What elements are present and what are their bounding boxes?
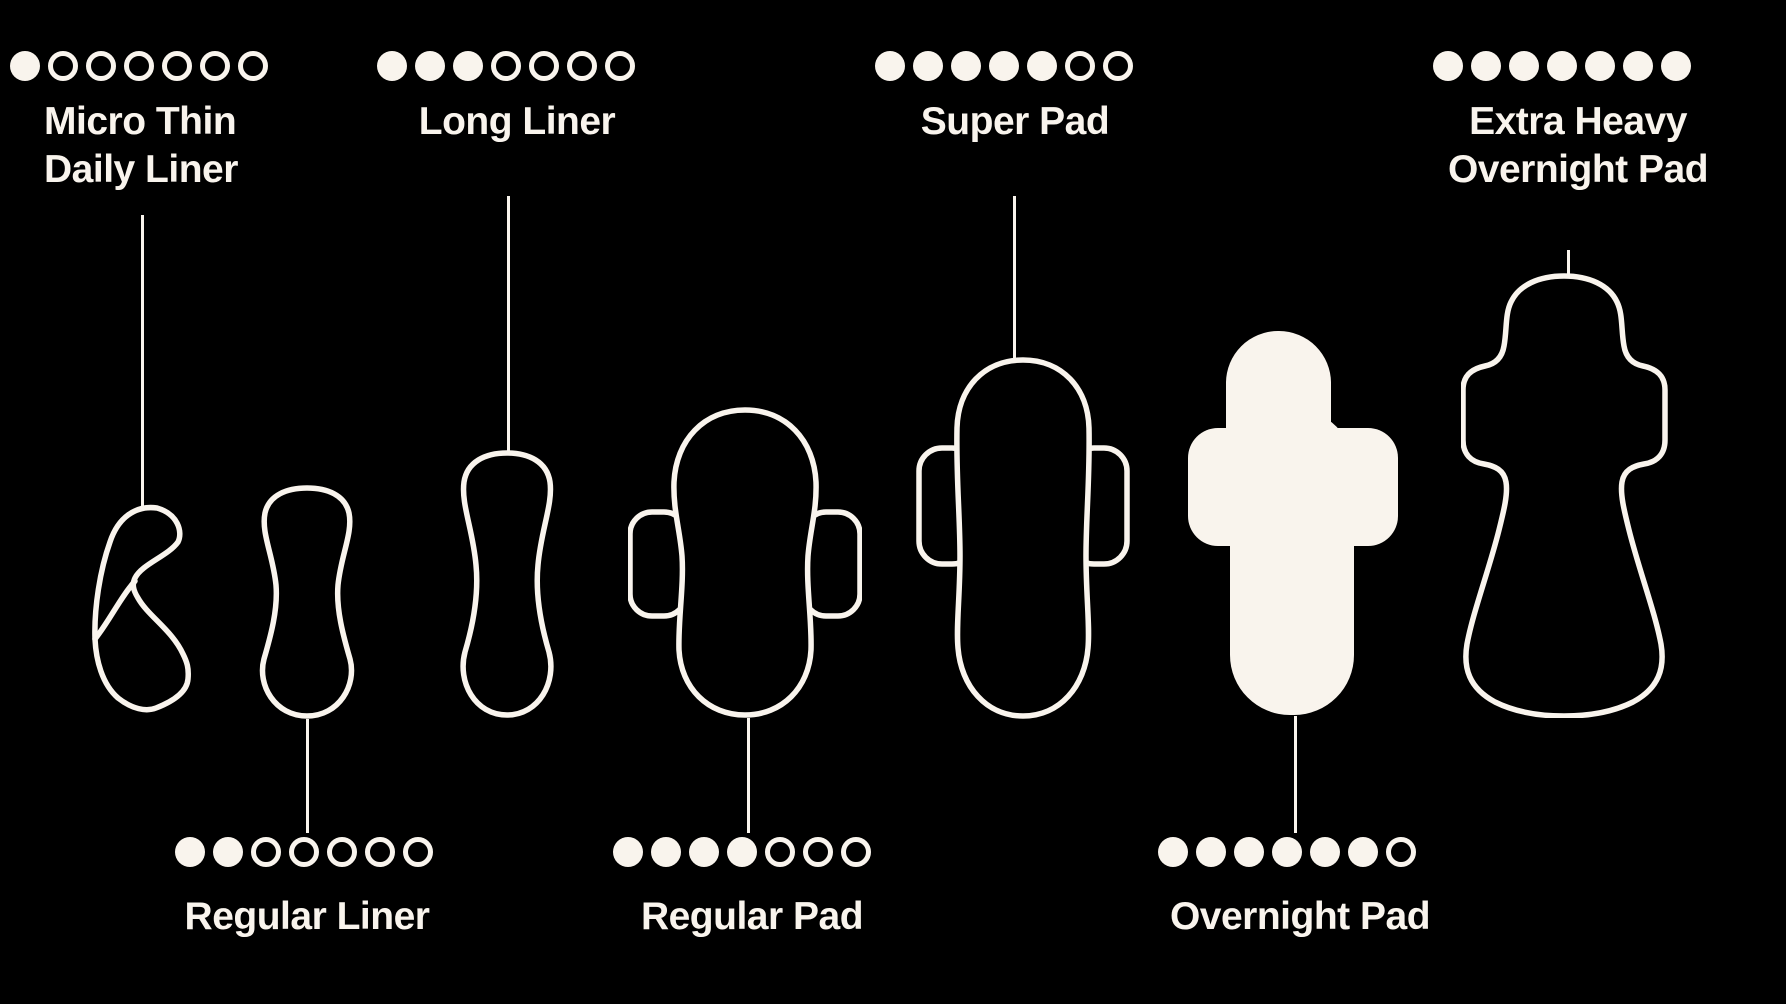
- label-line: Regular Pad: [640, 895, 864, 938]
- label-line: Super Pad: [920, 100, 1110, 143]
- connector-line-regular-liner: [306, 719, 309, 833]
- absorbency-dot-filled: [1196, 837, 1226, 867]
- absorbency-dot-filled: [1158, 837, 1188, 867]
- absorbency-dot-empty: [529, 51, 559, 81]
- absorbency-dot-filled: [727, 837, 757, 867]
- absorbency-dot-empty: [1386, 837, 1416, 867]
- absorbency-dot-filled: [1547, 51, 1577, 81]
- absorbency-dot-filled: [1348, 837, 1378, 867]
- connector-line-extra-heavy-overnight-pad: [1567, 250, 1570, 278]
- absorbency-dots-regular-pad: [613, 837, 871, 867]
- absorbency-dot-empty: [1065, 51, 1095, 81]
- absorbency-dot-empty: [567, 51, 597, 81]
- connector-line-micro-thin-daily-liner: [141, 215, 144, 507]
- label-line: Micro Thin: [44, 100, 237, 143]
- label-line: Daily Liner: [44, 148, 238, 191]
- absorbency-dot-filled: [875, 51, 905, 81]
- absorbency-dot-filled: [1272, 837, 1302, 867]
- absorbency-dot-filled: [1623, 51, 1653, 81]
- absorbency-dot-empty: [841, 837, 871, 867]
- absorbency-dot-empty: [162, 51, 192, 81]
- absorbency-dots-micro-thin-daily-liner: [10, 51, 268, 81]
- absorbency-dot-filled: [1661, 51, 1691, 81]
- product-label-super-pad: Super Pad: [865, 98, 1165, 146]
- absorbency-dot-filled: [213, 837, 243, 867]
- absorbency-dot-filled: [1234, 837, 1264, 867]
- absorbency-dot-filled: [415, 51, 445, 81]
- absorbency-dots-super-pad: [875, 51, 1133, 81]
- label-line: Regular Liner: [184, 895, 430, 938]
- absorbency-dot-filled: [913, 51, 943, 81]
- absorbency-dot-empty: [765, 837, 795, 867]
- absorbency-dot-filled: [651, 837, 681, 867]
- absorbency-dots-extra-heavy-overnight-pad: [1433, 51, 1691, 81]
- label-line: Extra Heavy: [1469, 100, 1687, 143]
- absorbency-dot-empty: [48, 51, 78, 81]
- absorbency-dot-filled: [613, 837, 643, 867]
- absorbency-dot-empty: [251, 837, 281, 867]
- absorbency-dot-filled: [175, 837, 205, 867]
- absorbency-dot-filled: [377, 51, 407, 81]
- extra-heavy-overnight-pad-shape: [1461, 273, 1668, 718]
- absorbency-dot-filled: [1471, 51, 1501, 81]
- absorbency-dot-empty: [491, 51, 521, 81]
- absorbency-dot-filled: [1585, 51, 1615, 81]
- connector-line-overnight-pad: [1294, 716, 1297, 833]
- absorbency-dot-filled: [951, 51, 981, 81]
- micro-thin-daily-liner-shape: [92, 504, 191, 713]
- absorbency-dot-empty: [289, 837, 319, 867]
- regular-pad-shape: [628, 407, 862, 718]
- absorbency-dot-filled: [1433, 51, 1463, 81]
- absorbency-dot-empty: [403, 837, 433, 867]
- product-label-regular-pad: Regular Pad: [602, 893, 902, 941]
- absorbency-dot-filled: [1027, 51, 1057, 81]
- absorbency-dots-overnight-pad: [1158, 837, 1416, 867]
- absorbency-dot-filled: [453, 51, 483, 81]
- regular-liner-shape: [259, 485, 355, 719]
- super-pad-shape: [916, 357, 1130, 719]
- label-line: Long Liner: [418, 100, 616, 143]
- connector-line-regular-pad: [747, 718, 750, 833]
- long-liner-shape: [460, 450, 554, 718]
- absorbency-dots-long-liner: [377, 51, 635, 81]
- absorbency-dot-filled: [1509, 51, 1539, 81]
- product-label-regular-liner: Regular Liner: [157, 893, 457, 941]
- absorbency-dot-empty: [365, 837, 395, 867]
- absorbency-dot-empty: [1103, 51, 1133, 81]
- product-label-extra-heavy-overnight-pad: Extra Heavy Overnight Pad: [1428, 98, 1728, 194]
- absorbency-dot-empty: [124, 51, 154, 81]
- overnight-pad-shape: [1188, 331, 1398, 715]
- absorbency-dot-empty: [238, 51, 268, 81]
- absorbency-dot-empty: [86, 51, 116, 81]
- product-label-overnight-pad: Overnight Pad: [1150, 893, 1450, 941]
- absorbency-dots-regular-liner: [175, 837, 433, 867]
- product-label-long-liner: Long Liner: [367, 98, 667, 146]
- absorbency-dot-empty: [200, 51, 230, 81]
- absorbency-dot-filled: [689, 837, 719, 867]
- absorbency-dot-filled: [1310, 837, 1340, 867]
- label-line: Overnight Pad: [1169, 895, 1431, 938]
- label-line: Overnight Pad: [1447, 148, 1709, 191]
- absorbency-dot-empty: [803, 837, 833, 867]
- connector-line-long-liner: [507, 196, 510, 452]
- absorbency-dot-empty: [327, 837, 357, 867]
- connector-line-super-pad: [1013, 196, 1016, 358]
- absorbency-dot-empty: [605, 51, 635, 81]
- absorbency-dot-filled: [10, 51, 40, 81]
- absorbency-dot-filled: [989, 51, 1019, 81]
- product-label-micro-thin-daily-liner: Micro Thin Daily Liner: [44, 98, 238, 194]
